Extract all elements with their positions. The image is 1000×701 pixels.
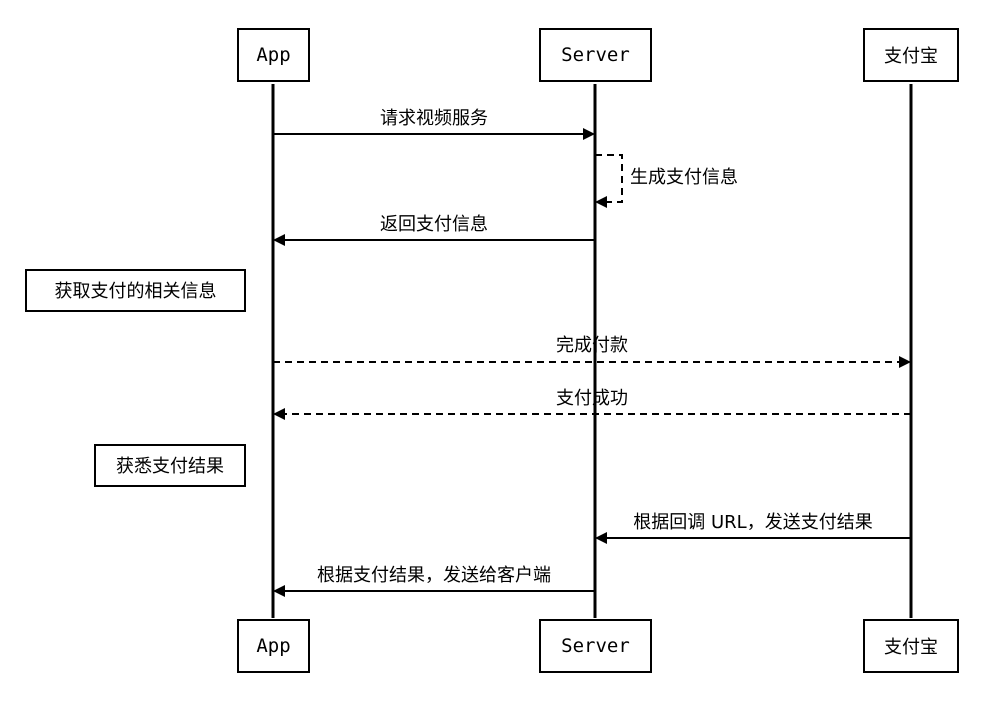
message-payment-success: 支付成功 (273, 388, 911, 420)
note-label: 获取支付的相关信息 (55, 281, 217, 302)
message-label: 根据回调 URL，发送支付结果 (633, 512, 872, 533)
arrow-left-icon (273, 585, 285, 597)
participant-server-bottom: Server (539, 619, 652, 673)
arrow-right-icon (899, 356, 911, 368)
arrow-right-icon (583, 128, 595, 140)
message-request-video-service: 请求视频服务 (273, 108, 595, 140)
message-send-result-to-client: 根据支付结果，发送给客户端 (273, 565, 595, 597)
participant-app-bottom: App (237, 619, 310, 673)
participant-alipay-bottom-label: 支付宝 (884, 637, 938, 658)
message-label: 生成支付信息 (630, 167, 738, 188)
participant-server-bottom-label: Server (561, 635, 630, 657)
arrow-left-icon (273, 234, 285, 246)
message-generate-payment-info: 生成支付信息 (595, 154, 738, 208)
message-complete-payment: 完成付款 (273, 335, 911, 368)
arrow-left-icon (273, 408, 285, 420)
participant-server-top: Server (539, 28, 652, 82)
message-label: 请求视频服务 (380, 108, 488, 129)
participant-app-top-label: App (256, 44, 290, 66)
message-callback-send-result: 根据回调 URL，发送支付结果 (595, 512, 911, 544)
note-payment-result-known: 获悉支付结果 (94, 444, 246, 487)
participant-alipay-bottom: 支付宝 (863, 619, 959, 673)
note-label: 获悉支付结果 (116, 456, 224, 477)
message-label: 返回支付信息 (380, 214, 488, 235)
participant-alipay-top: 支付宝 (863, 28, 959, 82)
arrow-left-icon (595, 196, 607, 208)
message-label: 根据支付结果，发送给客户端 (317, 565, 551, 586)
participant-app-top: App (237, 28, 310, 82)
participant-server-top-label: Server (561, 44, 630, 66)
message-label: 支付成功 (556, 388, 628, 409)
message-return-payment-info: 返回支付信息 (273, 214, 595, 246)
note-obtain-payment-info: 获取支付的相关信息 (25, 269, 246, 312)
message-label: 完成付款 (556, 335, 628, 356)
participant-app-bottom-label: App (256, 635, 290, 657)
participant-alipay-top-label: 支付宝 (884, 46, 938, 67)
arrow-left-icon (595, 532, 607, 544)
